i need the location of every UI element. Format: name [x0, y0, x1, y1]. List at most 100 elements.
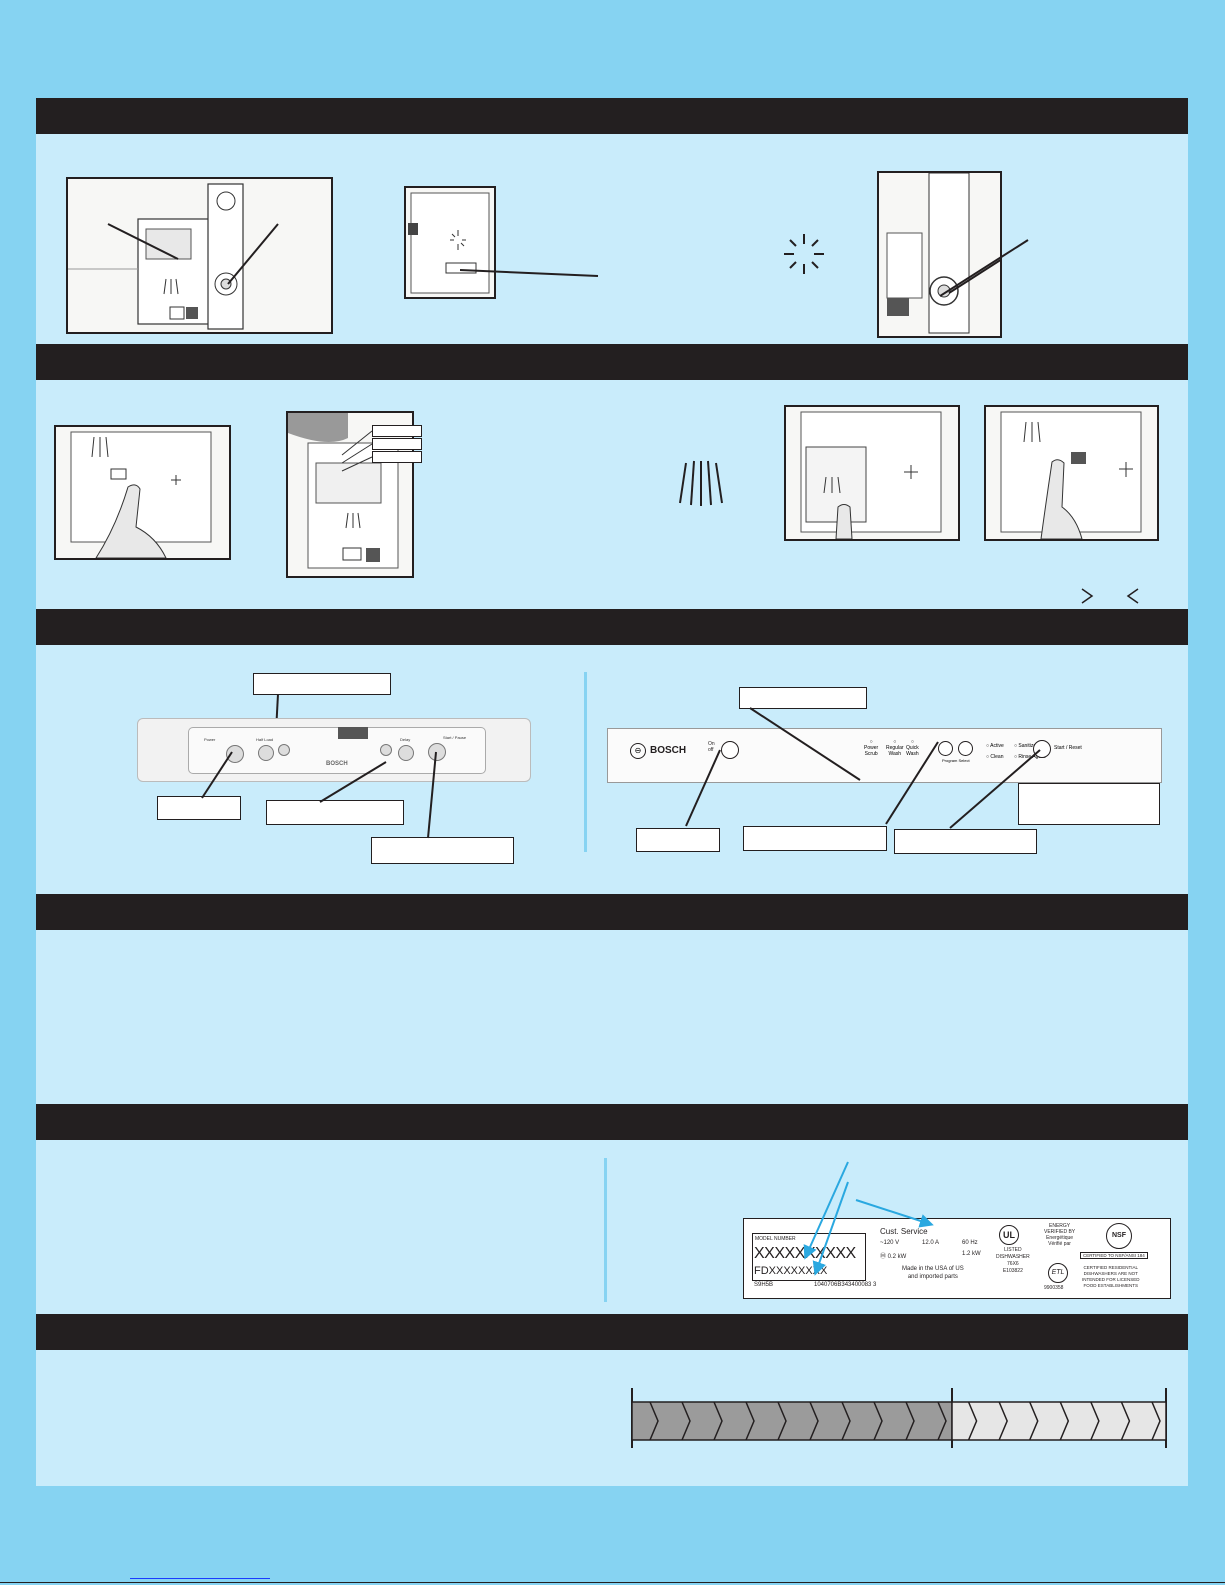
- heater-kw: 1.2 kW: [962, 1251, 981, 1257]
- half-load-button[interactable]: [258, 745, 274, 761]
- delay-label: Delay: [400, 737, 411, 742]
- level-lines: [341, 430, 373, 472]
- section-header-5: [36, 1104, 1188, 1140]
- chevron-empty: [1029, 1401, 1039, 1441]
- level-box-2: [372, 438, 422, 450]
- bosch-logo-icon: ⊖: [630, 743, 646, 759]
- program-select-label: Program Select: [942, 758, 970, 763]
- section-panel-4: [36, 930, 1188, 1104]
- callout-box-display: [253, 673, 391, 695]
- on-off-button[interactable]: [721, 741, 739, 759]
- callout-box-startreset: [894, 829, 1037, 854]
- column-divider-1: [584, 672, 587, 852]
- chevron-filled: [937, 1401, 947, 1441]
- power-label: Power: [204, 737, 216, 742]
- frequency: 60 Hz: [962, 1240, 978, 1246]
- detergent-figure-2: [984, 405, 1159, 541]
- start-pause-button[interactable]: [428, 743, 446, 761]
- chevron-empty: [1059, 1401, 1070, 1441]
- ul-logo: UL: [999, 1225, 1019, 1245]
- section-header-3: [36, 609, 1188, 645]
- start-reset-label: Start / Reset: [1054, 745, 1082, 751]
- start-pause-label: Start / Pause: [443, 735, 467, 740]
- nsf-certified: CERTIFIED TO NSF/ANSI 184: [1080, 1252, 1148, 1259]
- program-right-button[interactable]: [380, 744, 392, 756]
- program-prev-button[interactable]: [938, 741, 953, 756]
- chevron-filled: [713, 1401, 723, 1441]
- dispenser-figure-3: [877, 171, 1002, 338]
- etl-logo: ETL: [1048, 1263, 1068, 1283]
- detergent-lines-icon: [679, 460, 723, 506]
- chevron-filled: [809, 1401, 819, 1441]
- control-panel-left: Power Half Load Delay Start / Pause BOSC…: [137, 718, 531, 782]
- callout-box-power: [157, 796, 241, 820]
- chevron-marks: [1081, 588, 1139, 604]
- chevron-empty: [998, 1401, 1008, 1441]
- callout-box-indicators: [739, 687, 867, 709]
- callout-line-1: [460, 269, 599, 277]
- etl-number: 9900358: [1044, 1285, 1064, 1291]
- callout-box-cycles: [743, 826, 887, 851]
- program-next-button[interactable]: [958, 741, 973, 756]
- callout-box-program: [266, 800, 404, 825]
- brand-logo-right: BOSCH: [650, 745, 687, 756]
- brand-logo-left: BOSCH: [326, 761, 348, 767]
- nsf-logo: NSF: [1106, 1223, 1132, 1249]
- status-indicators-1: ○ Active○ Clean: [986, 743, 1004, 760]
- chevron-empty: [1120, 1401, 1131, 1441]
- digital-display: [338, 727, 368, 739]
- section-header-6: [36, 1314, 1188, 1350]
- callout-line-2: [940, 239, 1029, 297]
- callout-lines-right: [685, 707, 1041, 829]
- label-code: S9H5B: [754, 1282, 774, 1288]
- delay-button[interactable]: [398, 745, 414, 761]
- start-reset-button[interactable]: [1033, 740, 1051, 758]
- amps: 12.0 A: [922, 1240, 940, 1246]
- detergent-figure-1: [784, 405, 960, 541]
- section-header-2: [36, 344, 1188, 380]
- sparkle-icon: [784, 234, 824, 274]
- dispenser-figure-1: [66, 177, 333, 334]
- chevron-empty: [1151, 1401, 1161, 1441]
- serial-number: 1040706B343400083 3: [814, 1282, 877, 1288]
- cust-service: Cust. Service: [880, 1227, 928, 1236]
- chevron-filled: [905, 1401, 915, 1441]
- level-box-1: [372, 425, 422, 437]
- power-button[interactable]: [226, 745, 244, 763]
- column-divider-2: [604, 1158, 607, 1302]
- footer-rule: [0, 1582, 1225, 1583]
- rinse-aid-figure-1: [54, 425, 231, 560]
- callout-lines-left: [201, 751, 437, 839]
- dispenser-figure-2: [404, 186, 496, 299]
- section-header-4: [36, 894, 1188, 930]
- section-header-1: [36, 98, 1188, 134]
- fd-number: FDXXXXXXXX: [754, 1265, 828, 1277]
- chevron-filled: [777, 1401, 787, 1441]
- blue-arrows: [803, 1161, 934, 1276]
- program-left-button[interactable]: [278, 744, 290, 756]
- callout-box-status: [1018, 783, 1160, 825]
- footer-link-underline[interactable]: [130, 1578, 270, 1579]
- chevron-filled: [649, 1401, 659, 1441]
- cycle-progress-bar: [630, 1388, 1170, 1448]
- model-number-header: MODEL NUMBER: [755, 1236, 796, 1242]
- chevron-empty: [1090, 1401, 1100, 1441]
- voltage: ~120 V: [880, 1240, 900, 1246]
- chevron-filled: [873, 1401, 883, 1441]
- chevron-filled: [681, 1401, 691, 1441]
- level-box-3: [372, 451, 422, 463]
- callout-box-start: [371, 837, 514, 864]
- half-load-label: Half Load: [256, 737, 274, 742]
- callout-box-onoff: [636, 828, 720, 852]
- chevron-filled: [745, 1401, 755, 1441]
- chevron-filled: [841, 1401, 851, 1441]
